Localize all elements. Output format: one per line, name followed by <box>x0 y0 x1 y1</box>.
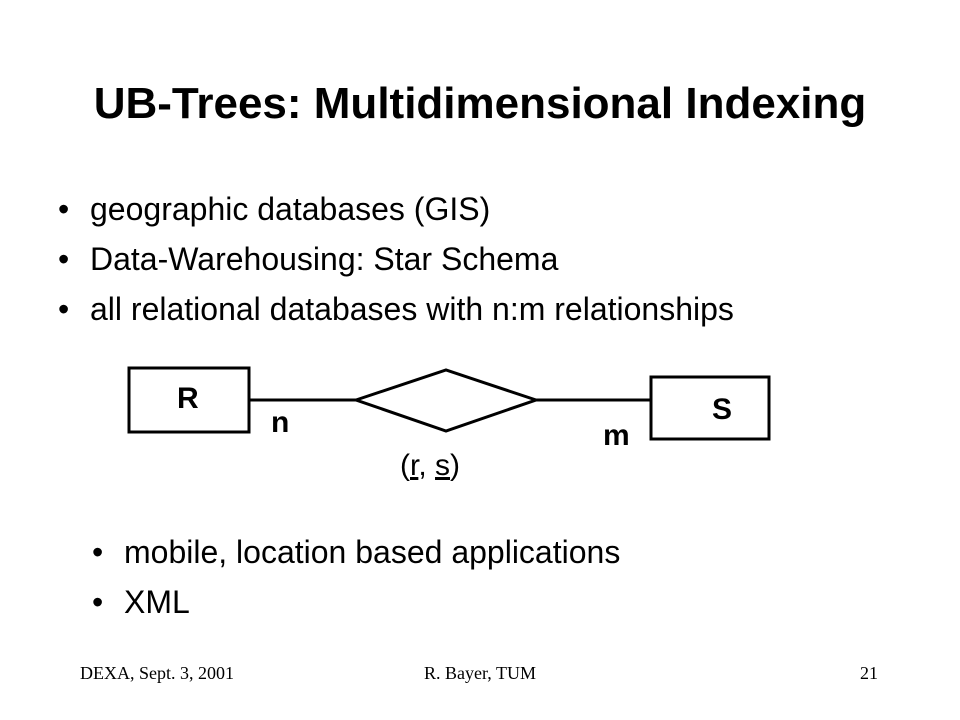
footer-conference: DEXA, Sept. 3, 2001 <box>80 663 234 683</box>
footer-author: R. Bayer, TUM <box>424 663 536 683</box>
footer-page-number: 21 <box>860 663 878 683</box>
key-close-paren: ) <box>450 449 461 482</box>
relationship-diamond <box>351 368 541 433</box>
bullet-symbol: • <box>58 291 70 327</box>
bullet-symbol: • <box>58 191 70 227</box>
key-s: s <box>435 449 451 482</box>
bullet-text: mobile, location based applications <box>124 534 621 570</box>
bottom-bullet-list: • mobile, location based applications • XM… <box>92 527 621 627</box>
bullet-symbol: • <box>92 584 104 620</box>
entity-label-r: R <box>177 382 199 415</box>
bullet-text: Data-Warehousing: Star Schema <box>90 241 559 277</box>
key-open-paren: ( <box>400 449 410 482</box>
bullet-text: all relational databases with n:m relati… <box>90 291 734 327</box>
entity-label-s: S <box>712 393 733 426</box>
cardinality-m: m <box>603 419 630 452</box>
entity-box-s <box>649 375 771 441</box>
relationship-key: (r, s) <box>400 448 460 484</box>
key-r: r <box>410 449 419 482</box>
cardinality-n: n <box>271 406 290 439</box>
bullet-item-gis: • geographic databases (GIS) <box>58 184 734 234</box>
bullet-item-relational: • all relational databases with n:m relat… <box>58 284 734 334</box>
bullet-text: XML <box>124 584 190 620</box>
bullet-item-mobile: • mobile, location based applications <box>92 527 621 577</box>
bullet-item-xml: • XML <box>92 577 620 627</box>
slide-title: UB-Trees: Multidimensional Indexing <box>93 79 867 128</box>
bullet-text: geographic databases (GIS) <box>90 191 491 227</box>
key-separator: , <box>418 449 436 482</box>
top-bullet-list: • geographic databases (GIS) • Data-Wareho… <box>58 184 734 334</box>
bullet-symbol: • <box>92 534 104 570</box>
bullet-symbol: • <box>58 241 70 277</box>
bullet-item-data-warehousing: • Data-Warehousing: Star Schema <box>58 234 734 284</box>
